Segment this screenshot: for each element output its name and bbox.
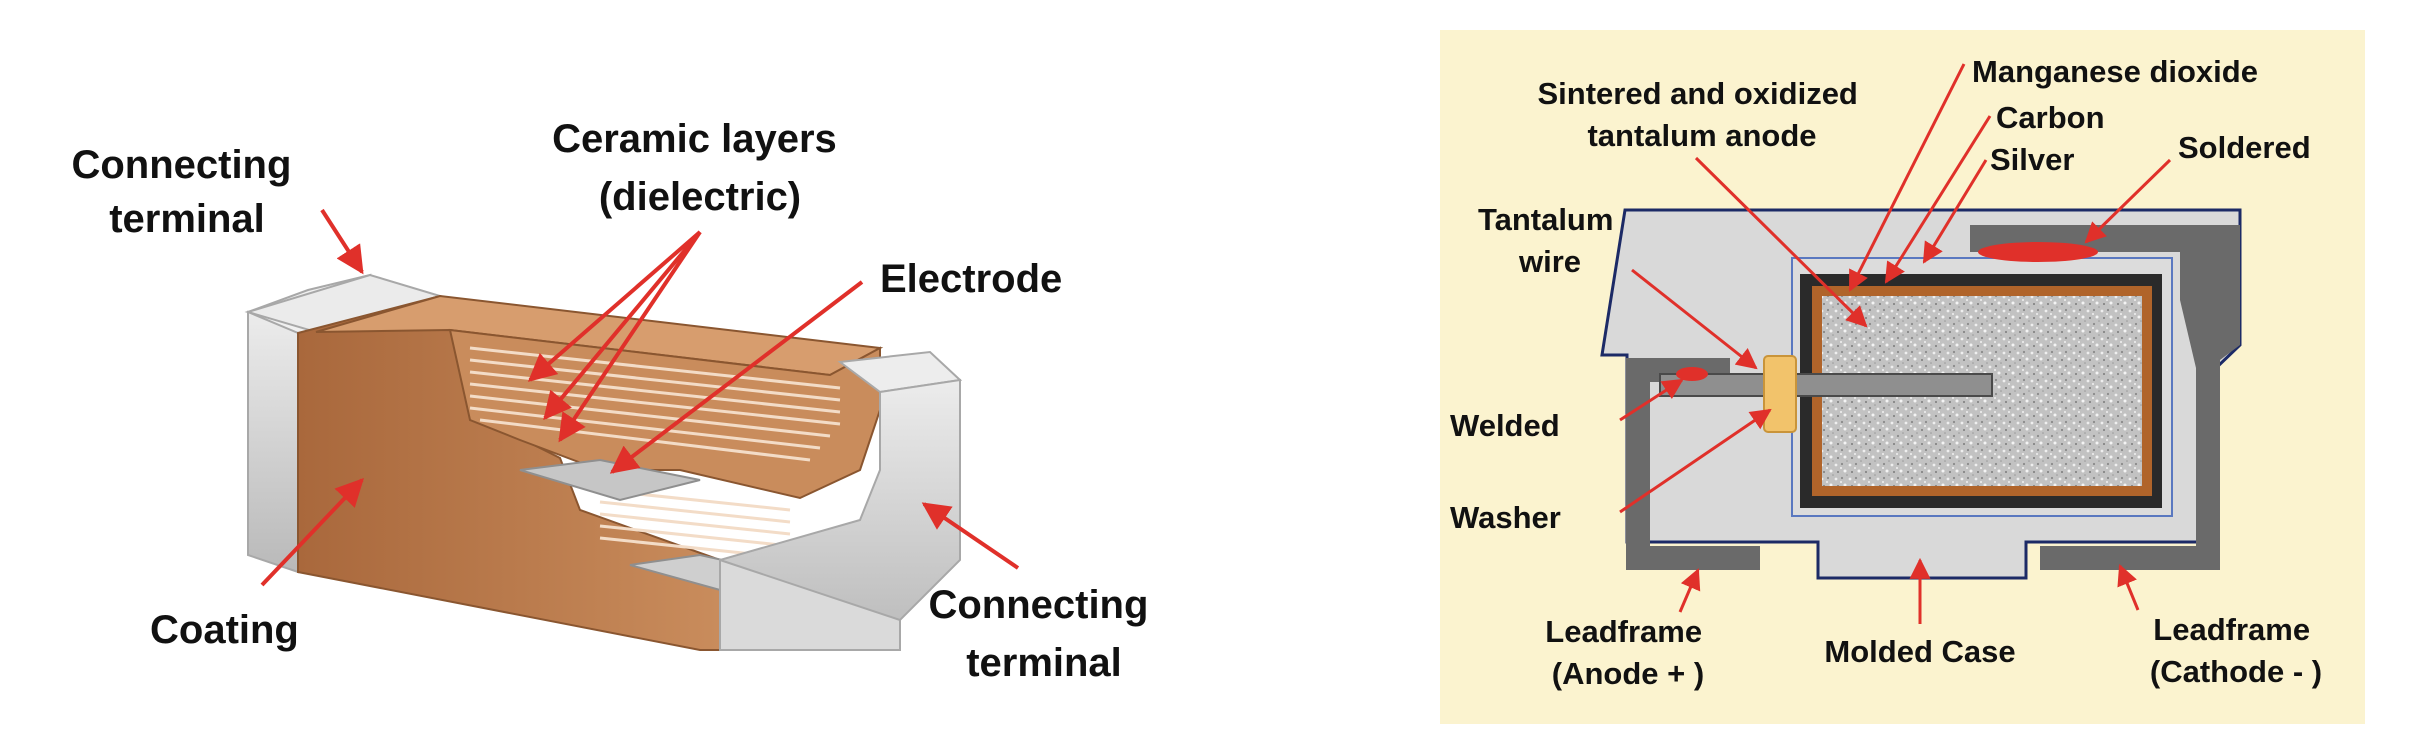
arrow-soldered	[2084, 158, 2172, 244]
label-electrode: Electrode	[880, 257, 1062, 301]
label-ceramic-layers: Ceramic layers (dielectric)	[552, 117, 848, 219]
arrow-ceramic-layers-1	[527, 230, 702, 382]
arrow-connecting-terminal-bottom	[921, 502, 1020, 570]
leadframe-cathode	[1970, 225, 2240, 570]
label-washer: Washer	[1450, 500, 1561, 535]
tantalum-wire	[1659, 373, 1993, 397]
label-carbon: Carbon	[1996, 100, 2105, 135]
arrow-leadframe-anode	[1678, 568, 1701, 613]
arrow-electrode	[609, 280, 864, 474]
label-leadframe-anode: Leadframe (Anode + )	[1545, 614, 1710, 691]
left-terminal-front	[247, 310, 299, 574]
tantalum-arrows	[1619, 63, 2172, 624]
washer	[1763, 355, 1797, 433]
arrow-manganese-dioxide	[1848, 63, 1966, 292]
weld-spot	[1676, 367, 1708, 381]
mlcc-diagram: Connecting terminal Ceramic layers (diel…	[71, 117, 1159, 685]
leadframe-anode	[1626, 358, 1760, 570]
label-leadframe-cathode: Leadframe (Cathode - )	[2150, 612, 2322, 689]
label-silver: Silver	[1990, 142, 2074, 177]
mlcc-arrows	[260, 208, 1020, 587]
arrow-welded	[1619, 378, 1684, 422]
arrow-coating	[260, 477, 364, 587]
label-connecting-terminal-top: Connecting terminal	[71, 143, 302, 241]
arrow-connecting-terminal-top	[320, 208, 364, 275]
arrow-silver	[1922, 159, 1988, 264]
arrow-tantalum-wire	[1631, 268, 1758, 370]
label-connecting-terminal-bottom: Connecting terminal	[928, 583, 1159, 685]
label-tantalum-wire: Tantalum wire	[1478, 202, 1622, 279]
right-terminal-front	[719, 558, 901, 651]
label-molded-case: Molded Case	[1824, 634, 2015, 669]
label-sintered-anode: Sintered and oxidized tantalum anode	[1537, 76, 1866, 153]
arrow-sintered-anode	[1694, 156, 1868, 328]
electrode-step-upper	[519, 458, 701, 502]
tantalum-diagram: Sintered and oxidized tantalum anode Man…	[1440, 30, 2365, 724]
label-soldered: Soldered	[2178, 130, 2311, 165]
label-welded: Welded	[1450, 408, 1560, 443]
arrow-leadframe-cathode	[2117, 564, 2140, 611]
arrow-carbon	[1884, 115, 1992, 284]
label-coating: Coating	[150, 608, 299, 652]
arrow-ceramic-layers-3	[558, 230, 702, 443]
solder-spot	[1978, 242, 2098, 262]
arrow-washer	[1619, 408, 1772, 514]
arrow-ceramic-layers-2	[543, 230, 702, 421]
label-manganese-dioxide: Manganese dioxide	[1972, 54, 2258, 89]
